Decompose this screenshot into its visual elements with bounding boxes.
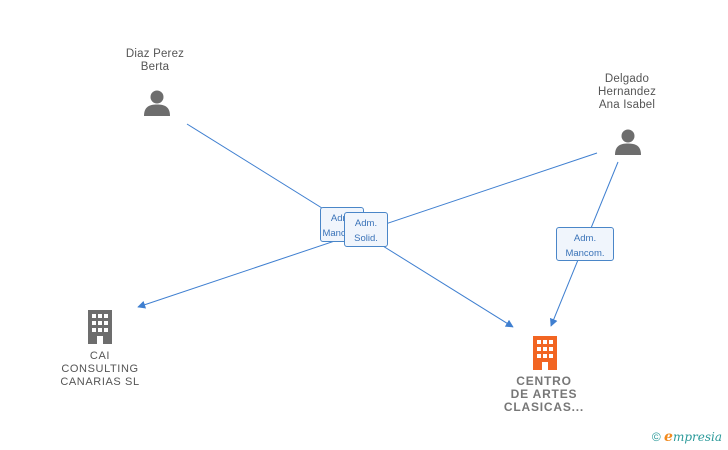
relation-badge-adm-mancom[interactable]: Adm. Mancom. <box>556 227 614 261</box>
company-name-centro-de-artes-clasicas[interactable]: CENTRO DE ARTES CLASICAS... <box>503 374 585 414</box>
relation-badge-adm-solid[interactable]: Adm. Solid. <box>344 212 388 247</box>
copyright-symbol: © <box>651 430 661 444</box>
person-name-delgado-hernandez-ana-isabel[interactable]: Delgado Hernandez Ana Isabel <box>597 73 657 111</box>
company-name-cai-consulting[interactable]: CAI CONSULTING CANARIAS SL <box>60 350 140 388</box>
brand-name: mpresia <box>672 430 722 444</box>
building-icon[interactable] <box>85 308 115 344</box>
person-name-diaz-perez-berta[interactable]: Diaz Perez Berta <box>125 48 185 73</box>
footer-credit[interactable]: © empresia <box>652 429 722 445</box>
building-icon-highlighted[interactable] <box>530 334 560 370</box>
brand-logo-e: e <box>664 429 673 445</box>
person-icon[interactable] <box>613 127 643 157</box>
person-icon[interactable] <box>142 88 172 118</box>
